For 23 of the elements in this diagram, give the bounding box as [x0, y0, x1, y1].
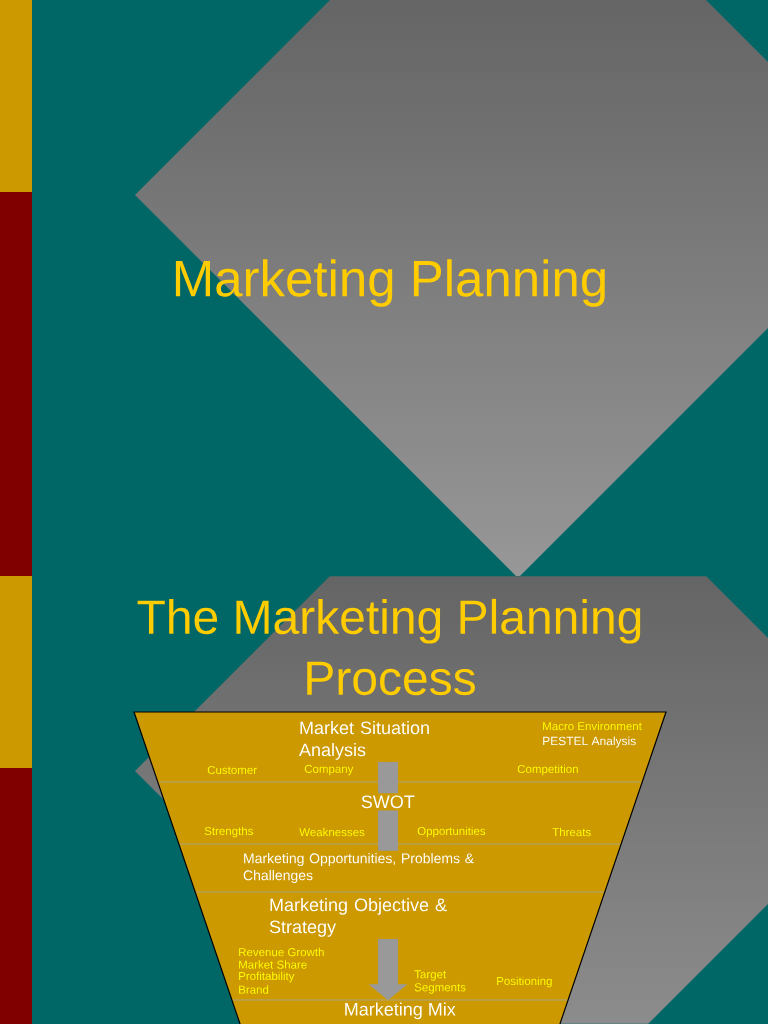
text-label: Threats [552, 827, 591, 837]
text-label: Weaknesses [299, 827, 365, 837]
text-label: Market Share [239, 960, 307, 969]
text-label: Target Segments [414, 970, 466, 994]
stage-heading: Marketing Mix [345, 1002, 456, 1020]
stage-heading: Marketing Objective & Strategy [269, 898, 447, 937]
text-label: Macro Environment [543, 721, 642, 731]
stage-heading: SWOT [361, 795, 415, 809]
text-label: Opportunities [417, 826, 486, 838]
stage-heading: Marketing Opportunities, Problems & Challenges [243, 853, 474, 884]
connector-bar [378, 762, 398, 794]
connector-bar [378, 810, 398, 851]
text-label: Customer [207, 765, 257, 775]
text-label: Strengths [204, 826, 253, 838]
funnel-shape [133, 711, 667, 1024]
stage-heading: Market Situation Analysis [299, 721, 429, 760]
text-label: Positioning [497, 976, 552, 988]
text-label: Company [304, 764, 354, 776]
text-label: PESTEL Analysis [543, 736, 636, 748]
text-label: Competition [517, 764, 578, 776]
text-label: Revenue Growth [239, 947, 324, 957]
text-label: Brand [239, 985, 269, 994]
text-label: Profitability [239, 971, 295, 983]
